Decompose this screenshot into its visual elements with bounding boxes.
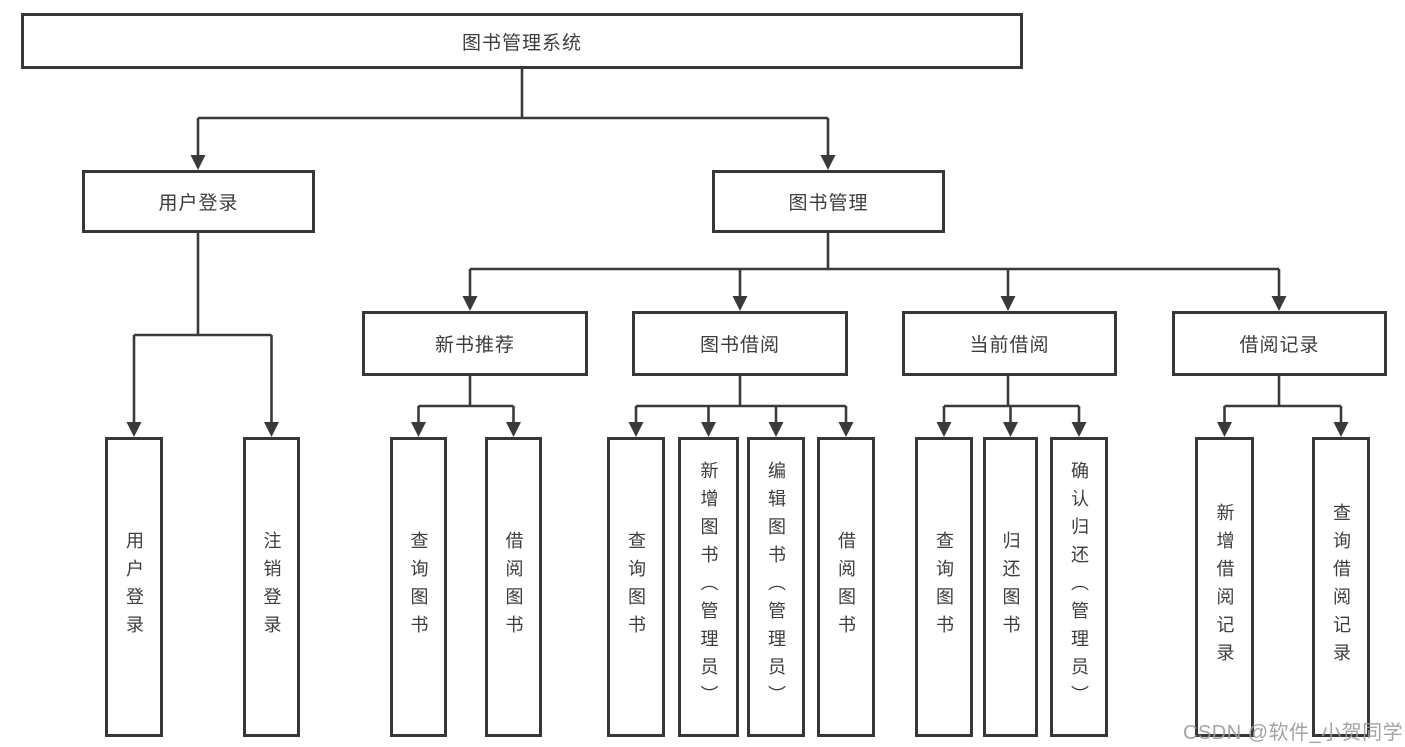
node-label: 用户登录: [124, 531, 144, 643]
leaf-newbook-borrow-books: 借阅图书: [485, 437, 542, 737]
connector-user-login-to-children: [132, 233, 273, 424]
node-label: 图书管理: [788, 193, 869, 214]
leaf-user-login: 用户登录: [105, 437, 163, 737]
connector-new-book-to-children: [417, 376, 515, 424]
node-label: 图书管理系统: [461, 32, 582, 54]
node-label: 确认归还（管理员）: [1069, 461, 1089, 713]
leaf-newbook-query-books: 查询图书: [390, 437, 447, 737]
connector-records-to-children: [1223, 376, 1343, 424]
node-label: 借阅图书: [836, 531, 856, 643]
node-label: 当前借阅: [969, 335, 1050, 356]
node-user-login: 用户登录: [82, 170, 315, 233]
node-label: 查询图书: [626, 531, 646, 643]
csdn-watermark: CSDN @软件_小贺同学: [1183, 722, 1404, 744]
leaf-borrowing-edit-books-admin: 编辑图书（管理员）: [747, 437, 805, 737]
node-label: 查询图书: [934, 531, 954, 643]
node-label: 图书借阅: [699, 335, 780, 356]
node-label: 借阅记录: [1239, 335, 1320, 356]
node-label: 查询借阅记录: [1331, 503, 1351, 671]
connector-root-to-level2: [196, 68, 830, 157]
node-book-management: 图书管理: [712, 170, 945, 233]
leaf-current-query-books: 查询图书: [915, 437, 973, 737]
node-label: 新书推荐: [434, 335, 515, 356]
node-label: 注销登录: [261, 531, 282, 643]
leaf-borrowing-add-books-admin: 新增图书（管理员）: [678, 437, 739, 737]
node-current-borrowing: 当前借阅: [902, 311, 1117, 376]
node-book-borrowing: 图书借阅: [632, 311, 848, 376]
node-new-book-recommendation: 新书推荐: [362, 311, 588, 376]
leaf-borrowing-query-books: 查询图书: [607, 437, 665, 737]
node-label: 查询图书: [408, 531, 429, 643]
leaf-records-add-record: 新增借阅记录: [1195, 437, 1254, 737]
node-label: 借阅图书: [503, 531, 524, 643]
node-label: 归还图书: [1000, 531, 1021, 643]
connector-current-borrow-to-children: [942, 376, 1081, 424]
leaf-current-return-books: 归还图书: [983, 437, 1038, 737]
node-borrowing-records: 借阅记录: [1172, 311, 1387, 376]
leaf-borrowing-borrow-books: 借阅图书: [817, 437, 875, 737]
leaf-records-query-record: 查询借阅记录: [1312, 437, 1370, 737]
arrowheads: [126, 155, 1349, 437]
node-label: 新增图书（管理员）: [698, 461, 719, 713]
connector-book-mgmt-to-level3: [468, 233, 1281, 298]
connector-book-borrow-to-children: [634, 376, 848, 424]
node-label: 新增借阅记录: [1214, 503, 1235, 671]
node-label: 用户登录: [158, 193, 239, 214]
leaf-logout: 注销登录: [243, 437, 300, 737]
leaf-current-confirm-return-admin: 确认归还（管理员）: [1050, 437, 1108, 737]
node-label: 编辑图书（管理员）: [766, 461, 786, 713]
node-library-management-system: 图书管理系统: [21, 13, 1023, 69]
